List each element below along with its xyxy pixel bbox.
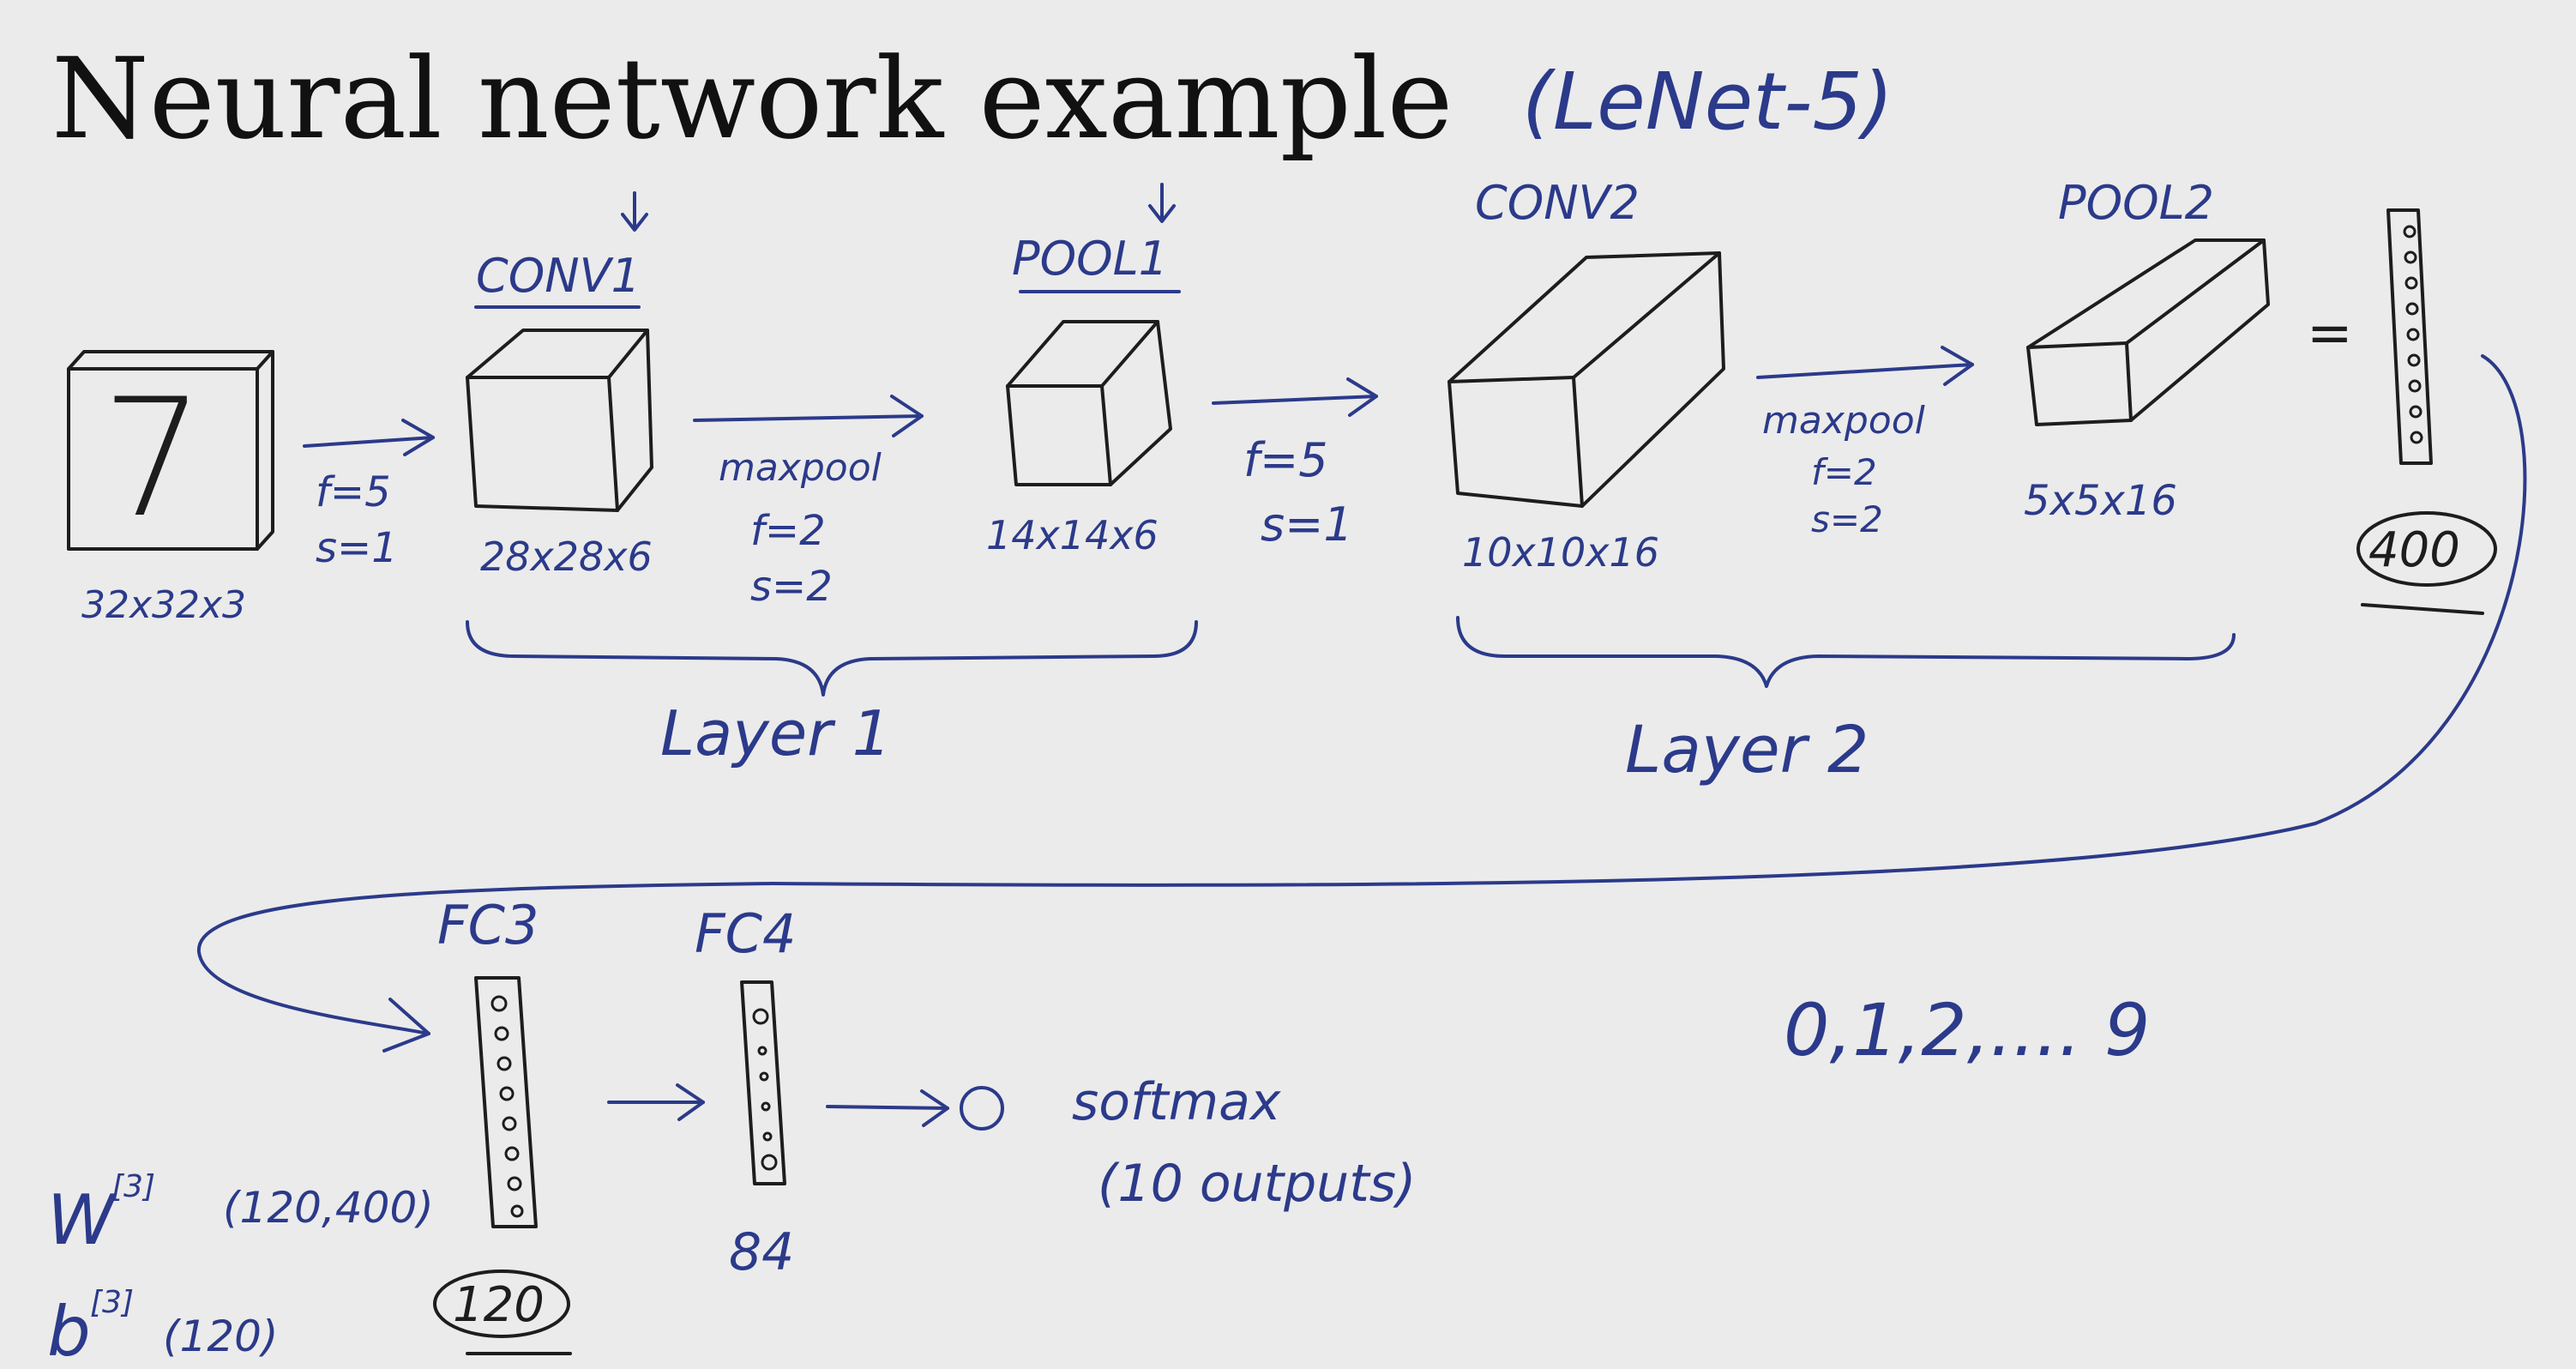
conv1-volume [466, 329, 653, 512]
step2-stride: s=1 [1261, 498, 1353, 552]
arrow-3 [1212, 395, 1378, 405]
arrow-1 [303, 436, 435, 448]
fc4-size: 84 [729, 1222, 794, 1282]
flat-vector [2386, 208, 2433, 465]
softmax-label: softmax [1072, 1072, 1281, 1132]
pool-step1-filter: f=2 [750, 507, 826, 555]
conv1-label: CONV1 [476, 249, 641, 303]
pool-step1-stride: s=2 [750, 563, 833, 611]
input-digit: 7 [101, 364, 205, 553]
arrow-4-head [1941, 346, 1974, 386]
equals-sign: = [2307, 302, 2353, 365]
step2-filter: f=5 [1243, 433, 1328, 487]
arrow-1-head [401, 419, 435, 456]
layer1-brace [466, 620, 1198, 697]
weight-shape: (120,400) [223, 1183, 434, 1233]
flat-size-circle [2356, 511, 2497, 587]
pool1-volume [1006, 320, 1172, 486]
pool2-volume [2026, 238, 2270, 426]
weight-symbol: W [47, 1180, 117, 1260]
fc3-size: 120 [453, 1277, 545, 1333]
arrow-2-head [890, 395, 924, 437]
pool-step2-stride: s=2 [1811, 498, 1883, 540]
pool1-label: POOL1 [1012, 232, 1168, 286]
arrow-fc4-softmax [826, 1105, 949, 1110]
fc3-vector [474, 976, 538, 1228]
softmax-outputs: (10 outputs) [1098, 1154, 1416, 1214]
conv2-label: CONV2 [1475, 176, 1640, 230]
conv1-marker-arrow-head [621, 213, 648, 232]
pool-step1-op: maxpool [719, 446, 882, 490]
flat-size-underline [2361, 603, 2484, 615]
fc4-label: FC4 [695, 902, 796, 965]
pool2-label: POOL2 [2058, 176, 2214, 230]
weight-superscript: [3] [111, 1169, 155, 1204]
pool-step2-op: maxpool [1762, 399, 1926, 443]
pool-step2-filter: f=2 [1811, 451, 1877, 493]
flat-size: 400 [2368, 522, 2460, 578]
arrow-3-head [1346, 377, 1378, 417]
pool2-dims: 5x5x16 [2024, 477, 2177, 525]
arrow-fc4-softmax-head [920, 1089, 949, 1127]
bias-superscript: [3] [90, 1285, 134, 1320]
conv1-dims: 28x28x6 [480, 534, 653, 580]
input-dims: 32x32x3 [81, 583, 246, 627]
flatten-connector [196, 354, 2527, 1035]
layer2-label: Layer 2 [1625, 711, 1869, 787]
arrow-4 [1756, 363, 1974, 379]
pool1-dims: 14x14x6 [986, 512, 1159, 558]
step1-stride: s=1 [316, 524, 398, 572]
bias-shape: (120) [163, 1312, 278, 1361]
fc3-label: FC3 [437, 894, 539, 956]
softmax-node [960, 1086, 1004, 1131]
conv2-volume [1447, 251, 1725, 508]
page-title: Neural network example [51, 33, 1453, 164]
title-note: (LeNet-5) [1522, 56, 1893, 148]
fc3-size-circle [433, 1269, 570, 1338]
arrow-2 [693, 414, 924, 422]
arrow-fc3-fc4-head [676, 1083, 705, 1121]
fc4-vector [740, 980, 786, 1185]
pool1-marker-arrow-head [1148, 204, 1176, 223]
bias-symbol: b [47, 1292, 91, 1369]
flatten-connector-head [382, 998, 430, 1052]
input-volume: 7 [67, 350, 274, 553]
step1-filter: f=5 [316, 468, 391, 516]
class-labels: 0,1,2,.... 9 [1784, 988, 2150, 1072]
conv2-dims: 10x10x16 [1462, 529, 1659, 576]
layer2-brace [1456, 616, 2236, 688]
layer1-label: Layer 1 [660, 697, 891, 769]
